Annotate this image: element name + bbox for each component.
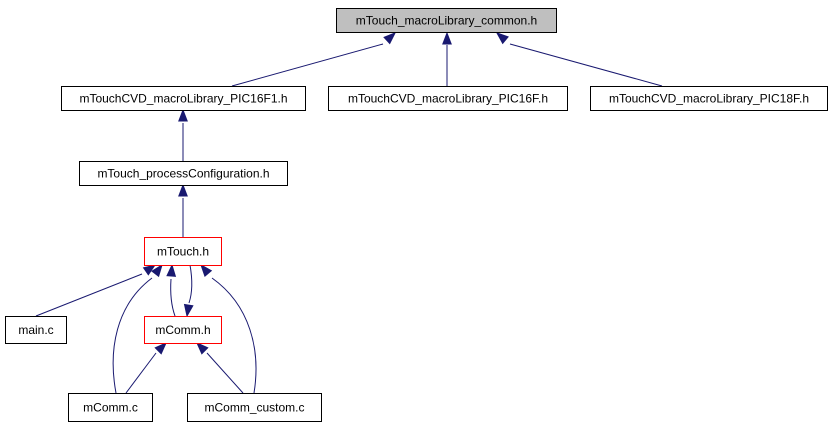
node-label: main.c [18,323,53,337]
node-label: mComm_custom.c [204,401,304,415]
edge-arrowhead [142,264,157,276]
edge-line [231,43,384,87]
edge-line [112,277,153,394]
node-process[interactable]: mTouch_processConfiguration.h [79,161,288,186]
edge-pic16f1-to-common [231,32,397,87]
node-mainc[interactable]: main.c [5,316,67,344]
edge-pic18f-to-common [495,32,663,87]
node-label: mComm.h [155,323,210,337]
node-box [144,237,222,266]
node-box [144,316,222,344]
edge-pic16f-to-common [442,31,452,86]
node-label: mTouchCVD_macroLibrary_PIC18F.h [609,92,809,106]
edge-line [206,352,244,394]
edge-arrowhead [495,32,509,45]
node-label: mComm.c [83,401,138,415]
edge-custom-to-mtouch [200,263,257,394]
edge-arrowhead [154,342,167,355]
node-label: mTouch.h [157,245,209,259]
edge-arrowhead [178,183,188,197]
nodes-layer: mTouch_macroLibrary_common.h mTouchCVD_ma… [5,8,828,422]
node-box [328,86,568,111]
edge-arrowhead [151,263,163,278]
edge-arrowhead [442,31,452,45]
edge-arrowhead [196,342,209,355]
edge-mcommc-to-mtouch [112,263,163,394]
node-pic16f1[interactable]: mTouchCVD_macroLibrary_PIC16F1.h [61,86,306,111]
node-box [5,316,67,344]
edge-mainc-to-mtouch [35,264,157,317]
edge-mtouch-to-process [178,183,188,237]
edge-line [170,278,176,317]
node-box [590,86,828,111]
node-box [61,86,306,111]
edge-custom-to-mcommh [196,342,244,394]
node-pic16f[interactable]: mTouchCVD_macroLibrary_PIC16F.h [328,86,568,111]
edge-line [188,264,193,304]
node-mcommc[interactable]: mComm.c [68,393,153,422]
node-custom[interactable]: mComm_custom.c [187,393,322,422]
edge-line [509,43,663,87]
node-common: mTouch_macroLibrary_common.h [336,8,557,33]
edge-arrowhead [183,303,194,318]
edge-mtouch-to-mcommh [183,264,194,318]
edge-arrowhead [383,32,397,45]
edge-arrowhead [200,263,213,277]
node-box [79,161,288,186]
node-label: mTouchCVD_macroLibrary_PIC16F.h [348,92,548,106]
edges-layer [35,31,663,394]
node-mcommh[interactable]: mComm.h [144,316,222,344]
edge-line [125,352,157,394]
node-pic18f[interactable]: mTouchCVD_macroLibrary_PIC18F.h [590,86,828,111]
edge-line [35,273,143,317]
node-mtouch[interactable]: mTouch.h [144,237,222,266]
node-label: mTouch_processConfiguration.h [97,167,269,181]
edge-arrowhead [166,263,177,277]
node-box [187,393,322,422]
edge-process-to-pic16f1 [178,108,188,161]
node-box [68,393,153,422]
node-label: mTouch_macroLibrary_common.h [356,14,537,28]
node-label: mTouchCVD_macroLibrary_PIC16F1.h [79,92,287,106]
node-box [336,8,557,33]
edge-mcommc-to-mcommh [125,342,167,394]
edge-arrowhead [178,108,188,122]
edge-mcommh-to-mtouch [166,263,177,317]
edge-line [211,277,257,394]
